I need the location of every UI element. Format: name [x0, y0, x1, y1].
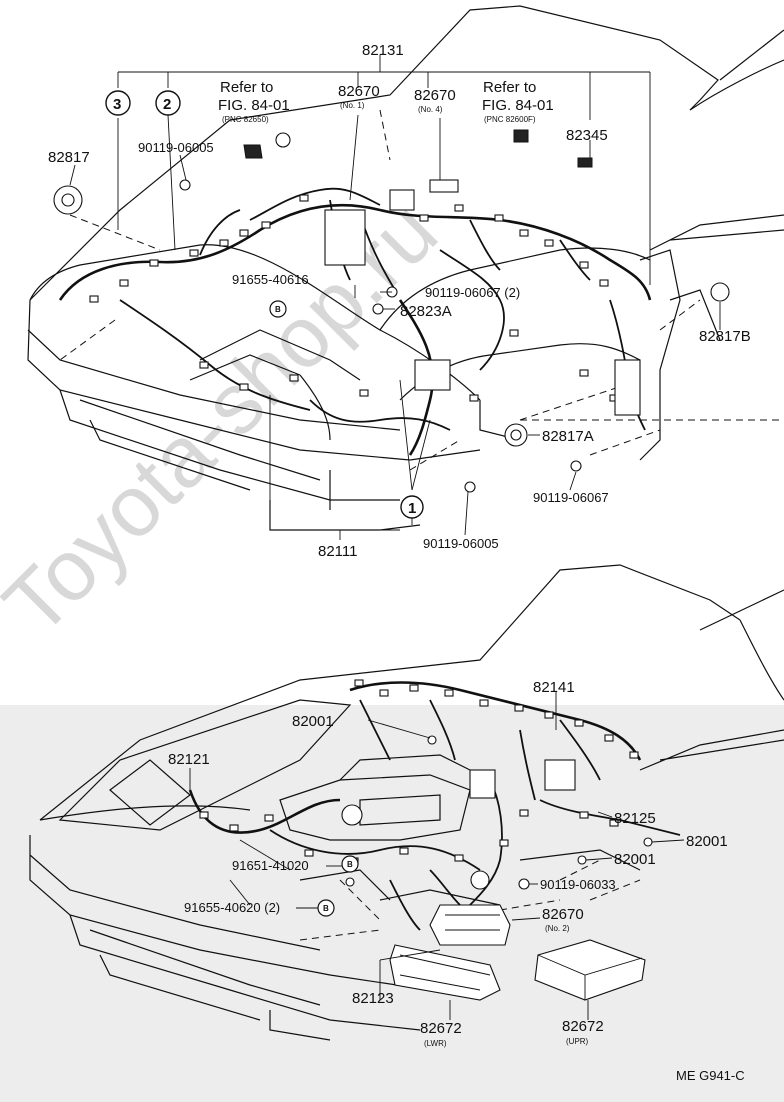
circle-callout-b-upper: [269, 300, 287, 318]
label-82123: 82123: [352, 990, 394, 1007]
label-82817A: 82817A: [542, 428, 594, 445]
label-90119-06005-top: 90119-06005: [138, 140, 214, 155]
relay-left-icon: [243, 144, 263, 159]
circle-3-text: 3: [113, 96, 121, 113]
clamp-82823A-icon: [372, 303, 384, 315]
pnc-right-text: (PNC 82600F): [484, 115, 536, 124]
clip-82345-icon: [577, 157, 593, 168]
label-82670-no2-sub: (No. 2): [545, 924, 570, 933]
label-90119-06067-2: 90119-06067 (2): [425, 285, 520, 300]
circle-callout-3: [105, 90, 131, 116]
lower-dashed-leaders: [299, 859, 641, 941]
pnc-left-text: (PNC 82650): [222, 115, 269, 124]
relay-box-no2-icon: [429, 904, 511, 946]
circle-2-text: 2: [163, 96, 171, 113]
refer-right-text: Refer to: [483, 79, 536, 96]
relay-right-icon: [513, 129, 529, 143]
refer-left-text: Refer to: [220, 79, 273, 96]
lower-vehicle-outline: [29, 564, 784, 1041]
label-90119-06005-bottom: 90119-06005: [423, 536, 499, 551]
label-82670-no2: 82670: [542, 906, 584, 923]
grommet-82001-right1-icon: [643, 837, 653, 847]
label-91651-41020: 91651-41020: [232, 858, 309, 873]
label-82345: 82345: [566, 127, 608, 144]
label-82001-top: 82001: [292, 713, 334, 730]
bolt-90119-06005-top-icon: [179, 179, 191, 191]
label-82670-no4: 82670: [414, 87, 456, 104]
label-82817B: 82817B: [699, 328, 751, 345]
label-90119-06067: 90119-06067: [533, 490, 609, 505]
upper-labels: 82131 3 2 Refer to FIG. 84-01 (PNC 82650…: [48, 42, 751, 560]
bolt-90119-06005-bottom-icon: [464, 481, 476, 493]
label-82823A: 82823A: [400, 303, 452, 320]
circle-1-text: 1: [408, 500, 416, 517]
circle-callout-2: [155, 90, 181, 116]
label-82141: 82141: [533, 679, 575, 696]
grommet-82001-top-icon: [427, 735, 437, 745]
label-82001-right1: 82001: [686, 833, 728, 850]
label-82670-no4-sub: (No. 4): [418, 105, 443, 114]
upper-small-parts: [53, 129, 730, 493]
circle-callout-1: [400, 495, 424, 519]
label-90119-06033: 90119-06033: [540, 877, 616, 892]
cover-82672-lower-icon: [389, 944, 501, 1001]
label-82672-upr-sub: (UPR): [566, 1037, 589, 1046]
circle-b-upper-text: B: [275, 305, 281, 314]
label-82672-lwr-sub: (LWR): [424, 1039, 447, 1048]
label-82672-lwr: 82672: [420, 1020, 462, 1037]
label-82670-no1-sub: (No. 1): [340, 101, 365, 110]
circle-b-lower2-text: B: [323, 904, 329, 913]
label-91655-40616: 91655-40616: [232, 272, 309, 287]
grommet-82001-right2-icon: [577, 855, 587, 865]
upper-dashed-leaders: [59, 109, 784, 471]
label-82131: 82131: [362, 42, 404, 59]
label-91655-40620-2: 91655-40620 (2): [184, 900, 280, 915]
circle-callout-b-lower2: [317, 899, 335, 917]
bolt-91651-41020-icon: [345, 877, 355, 887]
grommet-82817B-icon: [710, 282, 730, 302]
lower-leader-lines: [189, 692, 685, 1020]
diagram-code: ME G941-C: [676, 1068, 745, 1083]
lower-boxes: [389, 904, 646, 1001]
upper-wire-harness: [58, 179, 652, 456]
cover-82672-upper-icon: [534, 939, 646, 1001]
lower-labels: 82141 82001 82121 82125 82001 82001 9011…: [168, 679, 745, 1083]
lower-panel-background: [0, 705, 784, 1102]
label-82670-no1: 82670: [338, 83, 380, 100]
bolt-90119-06067-right-icon: [570, 460, 582, 472]
bolt-90119-06033-icon: [518, 878, 530, 890]
label-82111: 82111: [318, 543, 358, 560]
label-82672-upr: 82672: [562, 1018, 604, 1035]
label-82125: 82125: [614, 810, 656, 827]
fig-left-text: FIG. 84-01: [218, 97, 290, 114]
label-82001-right2: 82001: [614, 851, 656, 868]
label-82817: 82817: [48, 149, 90, 166]
lower-wire-harness: [188, 679, 681, 931]
fig-right-text: FIG. 84-01: [482, 97, 554, 114]
upper-leader-lines: [69, 55, 721, 540]
label-82121: 82121: [168, 751, 210, 768]
circle-callout-b-lower1: [341, 855, 359, 873]
circle-b-lower1-text: B: [347, 860, 353, 869]
